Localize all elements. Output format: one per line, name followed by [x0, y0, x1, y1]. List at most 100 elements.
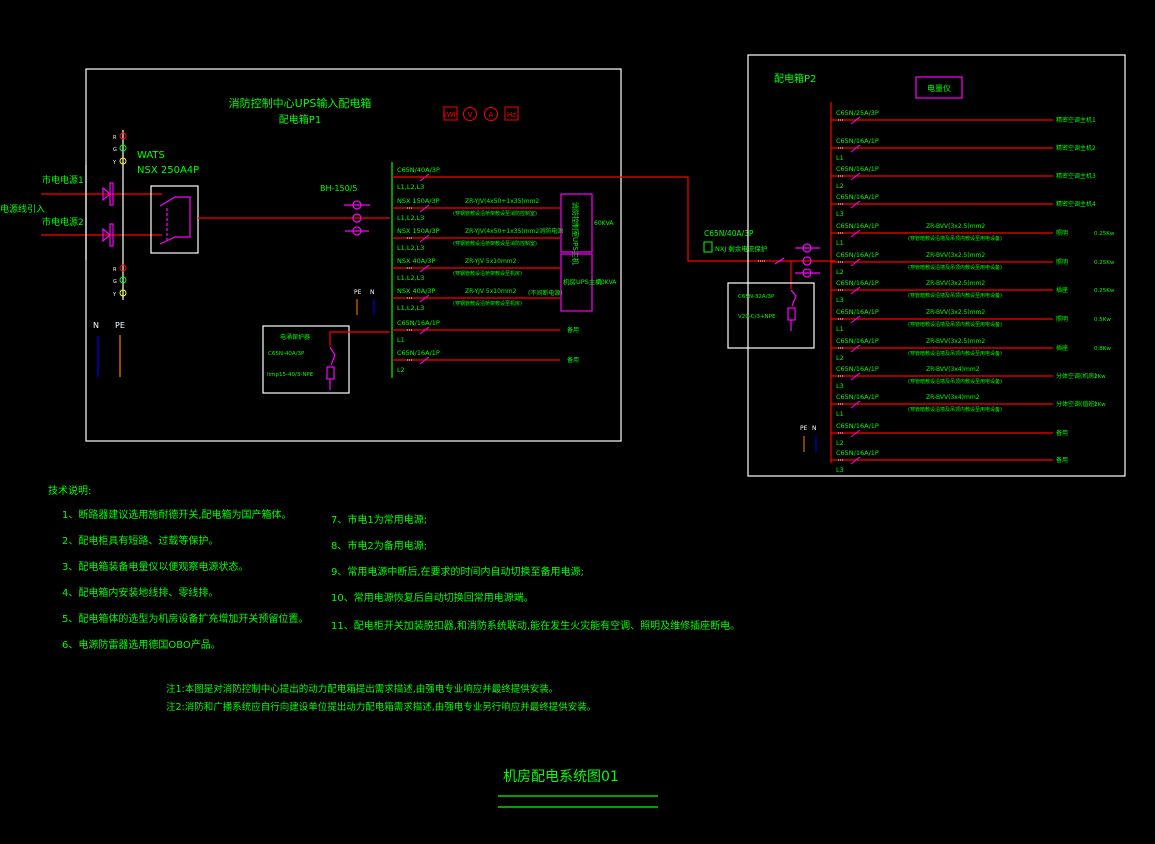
- meter-label: Hz: [507, 111, 516, 119]
- circuit-note: (穿钢管敷设沿桥架敷设至机房): [453, 300, 522, 307]
- circuit-phase-label: L3: [836, 382, 844, 390]
- panel2-code: 配电箱P2: [774, 72, 816, 85]
- circuit-phase-label: L1: [836, 154, 844, 162]
- feeder-breaker: C65N/40A/3P: [704, 229, 754, 238]
- lamp-group-bottom: R G Y: [112, 264, 127, 298]
- remark-1: 注1:本图是对消防控制中心提出的动力配电箱提出需求描述,由强电专业响应并最终提供…: [166, 683, 558, 695]
- circuit-load: 照明: [1056, 230, 1068, 237]
- circuit-cable: ZR-BVV(3x2.5)mm2: [926, 280, 985, 287]
- n-bar-label: N: [93, 321, 99, 330]
- circuit-phase-label: L1,L2,L3: [397, 183, 424, 191]
- note-item: 4、配电箱内安装地线排、零线排。: [62, 586, 218, 599]
- circuit-note: (穿管暗敷设沿墙及吊顶内敷设至用电设备): [908, 406, 1002, 413]
- ats-label: WATS: [137, 150, 165, 161]
- circuit-phase-label: L2: [836, 354, 844, 362]
- circuit-cable: ZR-YJV 5x10mm2: [465, 258, 517, 265]
- circuit-breaker-label: C65N/16A/1P: [836, 222, 879, 230]
- panel2-spd-box: [727, 282, 815, 349]
- circuit-cable: ZR-BVV(3x2.5)mm2: [926, 338, 985, 345]
- breaker-icon: [838, 344, 861, 353]
- circuit-note: (穿管暗敷设沿墙及吊顶内敷设至用电设备): [908, 264, 1002, 271]
- circuit-cable: ZR-YJV(4x50+1x35)mm2消防电源: [465, 227, 563, 235]
- source-1-label: 市电电源1: [42, 174, 84, 186]
- ups-box-rating: 20KVA: [597, 279, 617, 286]
- feeder-model: NXJ 剩余电流保护: [715, 244, 767, 253]
- ats-model: NSX 250A4P: [137, 165, 199, 176]
- breaker-icon: [838, 172, 861, 181]
- circuit-note: (穿管暗敷设沿墙及吊顶内敷设至用电设备): [908, 292, 1002, 299]
- circuit-breaker-label: C65N/16A/1P: [397, 349, 440, 357]
- ups-box-rating: 60KVA: [594, 220, 614, 227]
- lamp-label: Y: [112, 160, 117, 166]
- ups-box-label: 消防控制室UPS主机: [571, 202, 580, 265]
- circuit-note: (穿管暗敷设沿墙及吊顶内敷设至用电设备): [908, 321, 1002, 328]
- panel2-circuit: C65N/16A/1PL2ZR-BVV(3x2.5)mm2(穿管暗敷设沿墙及吊顶…: [831, 337, 1111, 362]
- circuit-load: 插座: [1056, 286, 1068, 294]
- spd-breaker: C65N-40A/3P: [268, 351, 305, 357]
- breaker-icon: [407, 234, 430, 243]
- notes-left-list: 1、断路器建议选用施耐德开关,配电箱为国产箱体。 2、配电柜具有短路、过载等保护。…: [62, 508, 308, 651]
- circuit-phase-label: L1: [836, 410, 844, 418]
- lamp-green-icon: [119, 144, 127, 152]
- panel1-circuit: NSX 150A/3PL1,L2,L3ZR-YJV(4x50+1x35)mm2消…: [392, 227, 563, 252]
- circuit-load: 分体空调(机房): [1056, 372, 1097, 380]
- circuit-power: 0.25Kw: [1094, 231, 1115, 237]
- panel2-circuit: C65N/16A/1PL1ZR-BVV(3x4)mm2(穿管暗敷设沿墙及吊顶内敷…: [831, 393, 1106, 418]
- breaker-icon: [838, 372, 861, 381]
- circuit-phase-label: L2: [397, 366, 405, 374]
- circuit-load: 插座: [1056, 344, 1068, 352]
- circuit-phase-label: L1: [836, 239, 844, 247]
- circuit-phase-label: L1,L2,L3: [397, 274, 424, 282]
- circuit-load: 照明: [1056, 259, 1068, 266]
- lamp-red-icon: [119, 132, 127, 140]
- panel1-circuit: NSX 150A/3PL1,L2,L3ZR-YJV(4x50+1x35)mm2(…: [392, 197, 560, 222]
- surge-arrester-icon: [326, 331, 390, 390]
- breaker-icon: [407, 294, 430, 303]
- pe-bar-label: PE: [115, 321, 125, 330]
- breaker-icon: [838, 315, 861, 324]
- breaker-icon: [838, 258, 861, 267]
- n-label-small: N: [812, 425, 817, 432]
- circuit-breaker-label: C65N/16A/1P: [836, 449, 879, 457]
- incoming-label: 电源线引入: [0, 203, 45, 215]
- circuit-note: (穿钢管敷设沿桥架敷设至消防控制室): [453, 240, 537, 247]
- spd-model: Iimp15-40/3-NPE: [267, 372, 314, 378]
- breaker-icon: [838, 144, 861, 153]
- circuit-power: 2Kw: [1094, 374, 1106, 380]
- circuit-cable: ZR-YJV(4x50+1x35)mm2: [465, 198, 539, 205]
- feeder-wire: [394, 176, 835, 262]
- panel2-circuit: C65N/16A/1PL1ZR-BVV(3x2.5)mm2(穿管暗敷设沿墙及吊顶…: [831, 222, 1115, 247]
- note-item: 6、电源防雷器选用德国OBO产品。: [62, 638, 221, 651]
- circuit-power: 0.25Kw: [1094, 260, 1115, 266]
- pe-label-small: PE: [800, 425, 808, 432]
- panel2-circuit: C65N/16A/1PL3ZR-BVV(3x2.5)mm2(穿管暗敷设沿墙及吊顶…: [831, 279, 1115, 304]
- note-item: 1、断路器建议选用施耐德开关,配电箱为国产箱体。: [62, 508, 292, 521]
- circuit-cable: ZR-BVV(3x2.5)mm2: [926, 252, 985, 259]
- current-transformer-icon: [795, 243, 820, 278]
- circuit-breaker-label: C65N/25A/3P: [836, 109, 879, 117]
- circuit-phase-label: L1,L2,L3: [397, 214, 424, 222]
- frequency-meter-icon: [504, 106, 519, 121]
- notes-right-list: 7、市电1为常用电源;8、市电2为备用电源;9、常用电源中断后,在要求的时间内自…: [331, 513, 740, 632]
- meter-group: kWh V A Hz: [443, 106, 519, 121]
- lamp-label: R: [113, 135, 117, 141]
- note-item: 2、配电柜具有短路、过载等保护。: [62, 534, 218, 547]
- lamp-yellow-icon: [119, 157, 127, 165]
- circuit-power: 2Kw: [1094, 402, 1106, 408]
- meter-box: [915, 76, 963, 99]
- kwh-meter-icon: [443, 106, 458, 121]
- note-item: 7、市电1为常用电源;: [331, 513, 427, 526]
- circuit-phase-label: L2: [836, 268, 844, 276]
- source-2-contactor-icon: [102, 223, 114, 247]
- note-item: 8、市电2为备用电源;: [331, 539, 427, 552]
- breaker-icon: [838, 116, 861, 125]
- breaker-icon: [407, 204, 430, 213]
- breaker-icon: [838, 456, 861, 465]
- circuit-breaker-label: C65N/16A/1P: [836, 137, 879, 145]
